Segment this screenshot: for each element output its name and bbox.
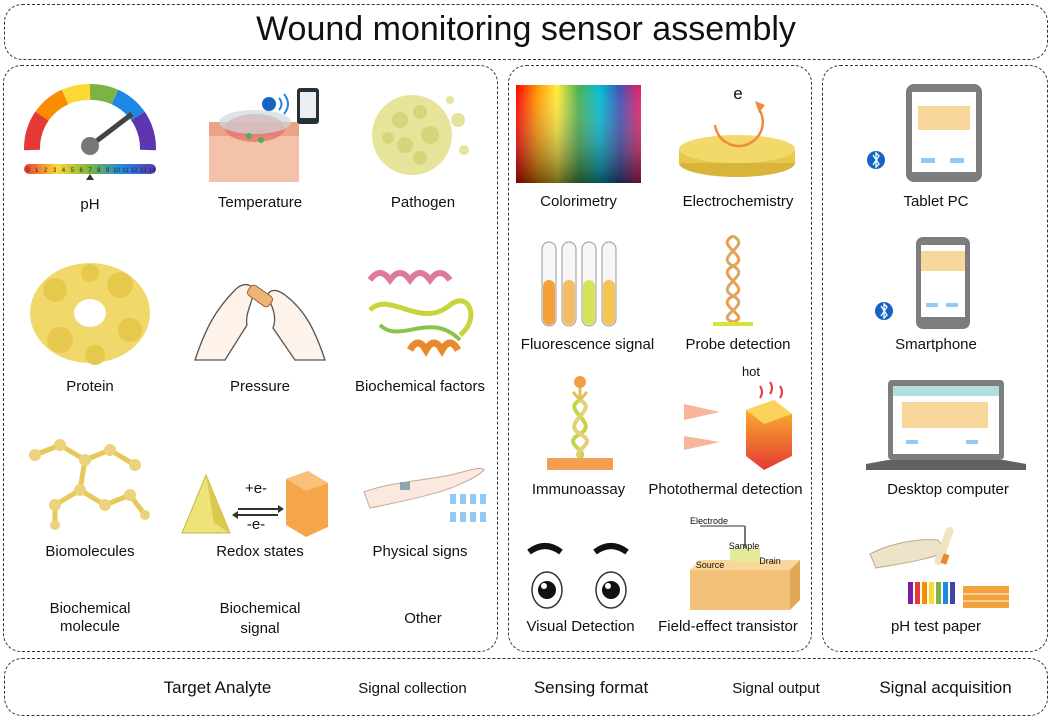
ph-scale-tick-0: 0 xyxy=(26,168,30,174)
label-pathogen: Pathogen xyxy=(390,194,456,211)
label-drain: Drain xyxy=(759,556,781,566)
label-colorimetry: Colorimetry xyxy=(540,193,617,210)
ph-scale-tick-3: 3 xyxy=(53,168,57,174)
fluorescence-tubes-icon xyxy=(541,241,617,327)
label-hot: hot xyxy=(741,364,761,379)
pathogen-icon xyxy=(372,95,469,175)
colorimetry-spectrum-icon xyxy=(516,85,641,183)
label-fluorescence: Fluorescence signal xyxy=(520,336,655,353)
label-electrode: Electrode xyxy=(689,516,729,526)
immunoassay-icon xyxy=(547,376,613,470)
footer-signal-acquisition: Signal acquisition xyxy=(879,678,1012,697)
label-desktop: Desktop computer xyxy=(887,481,1009,498)
group-biochemical-signal-line1: Biochemical xyxy=(219,600,301,617)
label-immunoassay: Immunoassay xyxy=(531,481,626,498)
label-electrochemistry: Electrochemistry xyxy=(682,193,794,210)
group-biochemical-molecule-line1: Biochemical xyxy=(49,600,131,617)
sensing-format-panel xyxy=(508,65,812,652)
label-biochemical-factors: Biochemical factors xyxy=(354,378,486,395)
title-box xyxy=(4,4,1048,60)
group-biochemical-molecule-line2: molecule xyxy=(59,618,121,635)
protein-icon xyxy=(30,263,150,365)
temperature-skin-icon xyxy=(209,88,319,182)
ph-scale-tick-12: 12 xyxy=(131,168,138,174)
label-redox-minus: -e- xyxy=(246,516,266,533)
physical-signs-icon xyxy=(363,467,486,522)
label-source: Source xyxy=(695,560,725,570)
probe-detection-icon xyxy=(713,234,753,326)
footer-sensing-format: Sensing format xyxy=(533,678,649,697)
label-biomolecules: Biomolecules xyxy=(45,543,135,560)
ph-scale-tick-7: 7 xyxy=(88,168,92,174)
footer-box xyxy=(4,658,1048,716)
biomolecules-icon xyxy=(29,439,150,530)
pressure-hands-icon xyxy=(194,283,326,361)
label-ph-paper: pH test paper xyxy=(890,618,982,635)
ph-scale-tick-8: 8 xyxy=(97,168,101,174)
label-photothermal: Photothermal detection xyxy=(648,481,803,498)
label-pressure: Pressure xyxy=(229,378,291,395)
photothermal-icon xyxy=(684,381,792,470)
signal-acquisition-panel xyxy=(822,65,1048,652)
electrochemistry-icon xyxy=(679,101,795,177)
label-tablet: Tablet PC xyxy=(903,193,969,210)
label-fet: Field-effect transistor xyxy=(658,618,798,635)
group-other: Other xyxy=(404,610,442,627)
label-visual-detection: Visual Detection xyxy=(526,618,635,635)
ph-scale-tick-4: 4 xyxy=(62,168,66,174)
biochemical-factors-icon xyxy=(367,270,474,358)
ph-scale-tick-9: 9 xyxy=(106,168,110,174)
ph-scale-tick-2: 2 xyxy=(44,168,48,174)
ph-scale-tick-6: 6 xyxy=(79,168,83,174)
smartphone-icon xyxy=(875,237,970,329)
footer-signal-output: Signal output xyxy=(732,680,820,697)
footer-signal-collection: Signal collection xyxy=(358,680,467,697)
ph-scale-tick-5: 5 xyxy=(71,168,75,174)
redox-states-icon xyxy=(181,471,328,537)
ph-scale-tick-1: 1 xyxy=(35,168,39,174)
group-biochemical-signal-line2: signal xyxy=(240,620,280,637)
footer-target-analyte: Target Analyte xyxy=(163,678,272,697)
ph-scale-tick-11: 11 xyxy=(122,168,129,174)
label-sample: Sample xyxy=(728,541,760,551)
field-effect-transistor-icon xyxy=(690,525,800,610)
tablet-icon xyxy=(867,84,982,182)
target-analyte-panel xyxy=(3,65,498,652)
ph-scale-tick-14: 14 xyxy=(149,168,156,174)
label-ph: pH xyxy=(80,196,100,213)
label-smartphone: Smartphone xyxy=(895,336,977,353)
visual-detection-eyes-icon xyxy=(527,543,629,609)
label-electron: e xyxy=(733,84,743,103)
ph-scale-tick-10: 10 xyxy=(113,168,120,174)
label-redox-plus: +e- xyxy=(244,480,268,497)
label-temperature: Temperature xyxy=(217,194,303,211)
page-title: Wound monitoring sensor assembly xyxy=(256,10,796,48)
ph-scale-tick-13: 13 xyxy=(140,168,147,174)
label-redox-states: Redox states xyxy=(216,543,304,560)
label-probe: Probe detection xyxy=(685,336,791,353)
label-physical-signs: Physical signs xyxy=(372,543,468,560)
ph-test-paper-icon xyxy=(869,526,1009,608)
desktop-computer-icon xyxy=(866,380,1026,470)
label-protein: Protein xyxy=(66,378,114,395)
